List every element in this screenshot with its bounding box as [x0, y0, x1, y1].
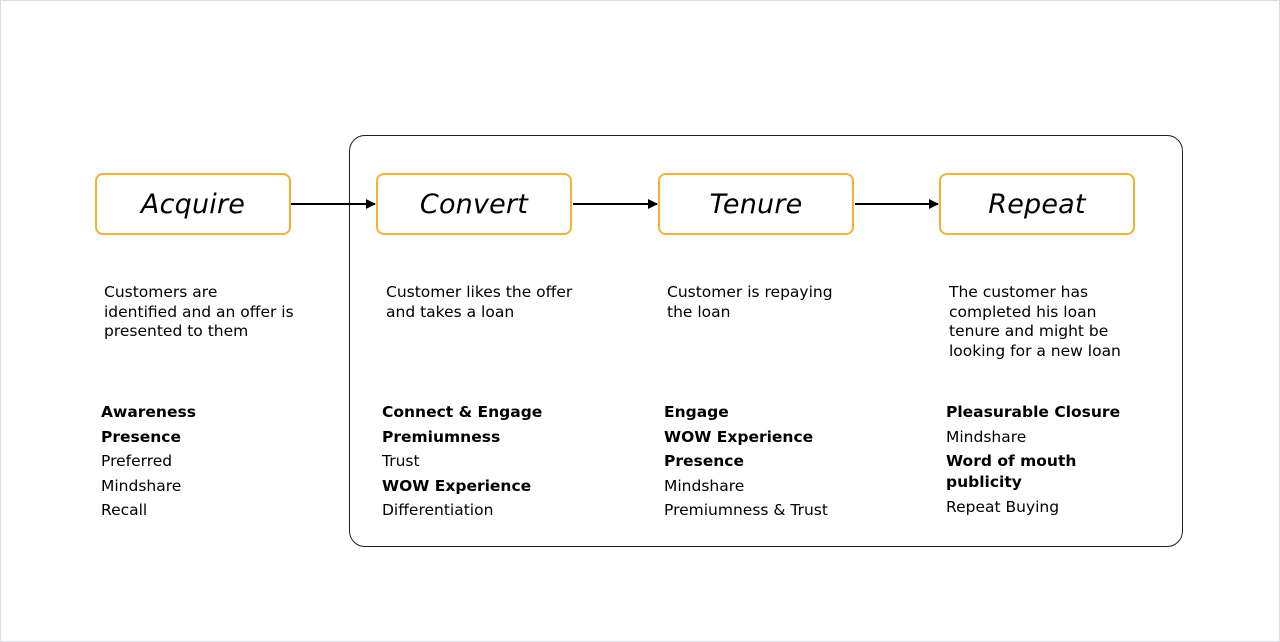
attribute-item: Awareness: [101, 403, 196, 421]
stage-convert: Convert: [376, 173, 572, 235]
attribute-item: Differentiation: [382, 501, 494, 519]
stage-acquire: Acquire: [95, 173, 291, 235]
attribute-item: WOW Experience: [382, 476, 532, 495]
attribute-item: Repeat Buying: [946, 497, 1060, 516]
stage-tenure: Tenure: [658, 173, 854, 235]
attribute-item: Engage: [664, 403, 729, 421]
stage-convert-attributes: Connect & Engage Premiumness Trust WOW E…: [382, 402, 582, 525]
attribute-item: Presence: [101, 427, 181, 446]
attribute-item: Recall: [101, 501, 148, 519]
attribute-item: Word of mouth publicity: [946, 452, 1077, 491]
attribute-item: Connect & Engage: [382, 403, 543, 421]
attribute-item: Premiumness: [382, 427, 501, 446]
attribute-item: Premiumness & Trust: [664, 501, 828, 519]
stage-acquire-description: Customers are identified and an offer is…: [104, 283, 294, 340]
attribute-item: Mindshare: [101, 476, 182, 495]
loan-lifecycle-group-box: [349, 135, 1183, 547]
stage-repeat-description: The customer has completed his loan tenu…: [949, 283, 1121, 360]
attribute-item: Preferred: [101, 452, 173, 470]
attribute-item: Presence: [664, 452, 744, 470]
attribute-item: Mindshare: [946, 427, 1027, 446]
stage-tenure-description: Customer is repaying the loan: [667, 283, 833, 321]
attribute-item: Trust: [382, 452, 420, 470]
stage-repeat-attributes: Pleasurable Closure Mindshare Word of mo…: [946, 402, 1126, 521]
stage-acquire-attributes: Awareness Presence Preferred Mindshare R…: [101, 402, 301, 525]
stage-convert-description: Customer likes the offer and takes a loa…: [386, 283, 573, 321]
attribute-item: Mindshare: [664, 476, 745, 495]
stage-tenure-attributes: Engage WOW Experience Presence Mindshare…: [664, 402, 864, 525]
attribute-item: WOW Experience: [664, 427, 814, 446]
stage-repeat: Repeat: [939, 173, 1135, 235]
attribute-item: Pleasurable Closure: [946, 403, 1121, 421]
